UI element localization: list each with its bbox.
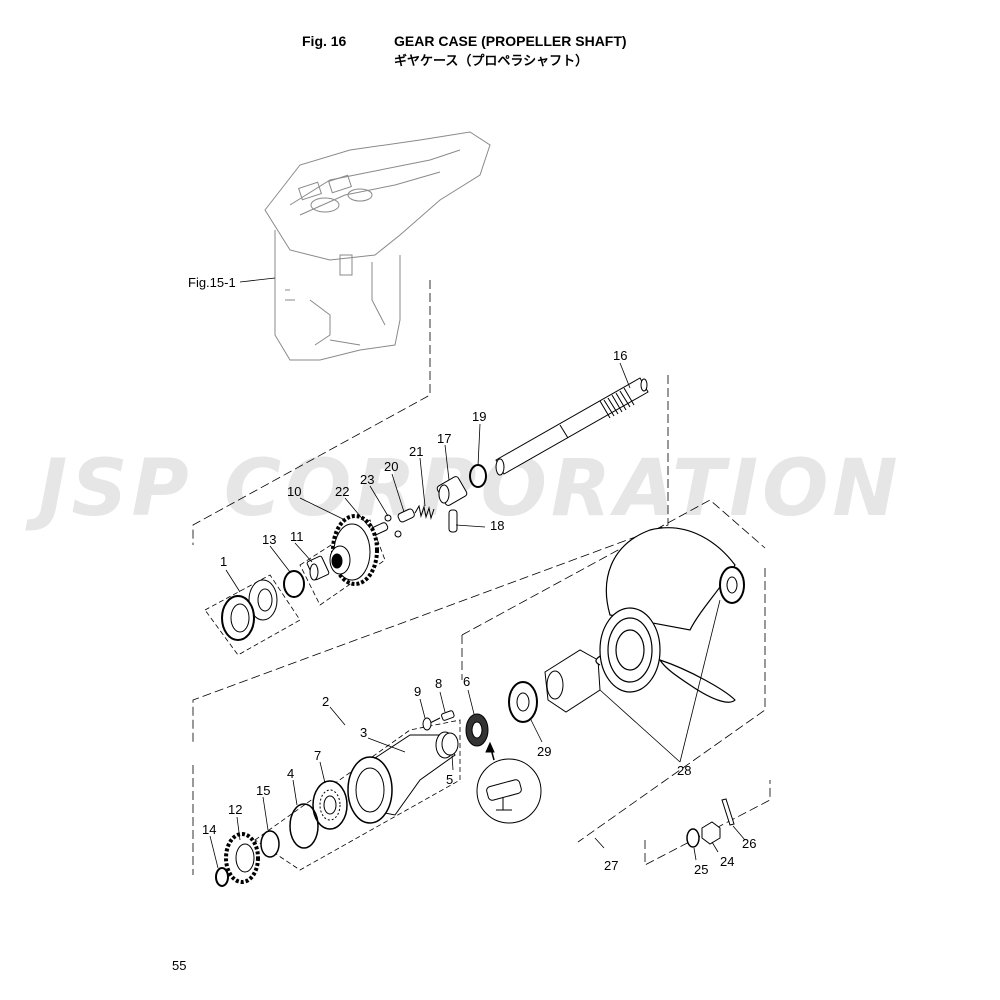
- callout-26: 26: [742, 836, 756, 851]
- oil-seal: [465, 713, 489, 747]
- clutch-dog: [436, 476, 468, 506]
- callout-12: 12: [228, 802, 242, 817]
- cross-pin: [448, 509, 458, 533]
- callout-6: 6: [463, 674, 470, 689]
- callout-20: 20: [384, 459, 398, 474]
- callout-2: 2: [322, 694, 329, 709]
- taper-bearing: [221, 579, 278, 641]
- callout-18: 18: [490, 518, 504, 533]
- callout-14: 14: [202, 822, 216, 837]
- cotter-pin: [721, 798, 735, 826]
- figure-title-english: GEAR CASE (PROPELLER SHAFT): [394, 33, 627, 49]
- bolt-washer: [422, 717, 432, 731]
- callout-27: 27: [604, 858, 618, 873]
- propeller-nut: [701, 821, 721, 845]
- thrust-hub: [508, 681, 538, 723]
- group-boxes: [204, 519, 461, 871]
- page-number: 55: [172, 958, 187, 973]
- callout-7: 7: [314, 748, 321, 763]
- shift-spring: [414, 504, 435, 520]
- ball-upper: [384, 514, 392, 522]
- callout-16: 16: [613, 348, 627, 363]
- figure-title-japanese: ギヤケース（プロペラシャフト）: [394, 54, 589, 69]
- callout-9: 9: [414, 684, 421, 699]
- callout-leaders: [209, 362, 746, 869]
- ball-bearing: [312, 780, 348, 830]
- group-box-1: [204, 574, 301, 656]
- callout-13: 13: [262, 532, 276, 547]
- forward-gear: [329, 514, 379, 586]
- propeller: [595, 527, 736, 703]
- callout-17: 17: [437, 431, 451, 446]
- callout-23: 23: [360, 472, 374, 487]
- plunger: [397, 508, 415, 523]
- callout-1: 1: [220, 554, 227, 569]
- callout-24: 24: [720, 854, 734, 869]
- callout-28: 28: [677, 763, 691, 778]
- needle-bearing: [306, 555, 330, 581]
- spacer-bushing: [544, 649, 601, 713]
- callout-29: 29: [537, 744, 551, 759]
- callout-25: 25: [694, 862, 708, 877]
- carrier-bolt: [427, 710, 455, 725]
- callout-19: 19: [472, 409, 486, 424]
- figure-number: Fig. 16: [302, 33, 347, 49]
- reference-label: Fig.15-1: [188, 275, 236, 290]
- reference-leader: [239, 277, 276, 283]
- nut-washer: [686, 828, 700, 848]
- callout-11: 11: [290, 529, 304, 544]
- shim: [260, 830, 280, 858]
- seal-detail-circle: [476, 741, 542, 824]
- callout-5: 5: [446, 772, 453, 787]
- carrier-bearing: [441, 732, 459, 756]
- thrust-washer: [215, 867, 229, 887]
- ball-lower: [394, 530, 402, 538]
- callout-3: 3: [360, 725, 367, 740]
- callout-22: 22: [335, 484, 349, 499]
- callout-4: 4: [287, 766, 294, 781]
- propeller-washer: [719, 566, 745, 604]
- o-ring-13: [283, 570, 305, 598]
- propeller-shaft: [495, 377, 649, 476]
- group-box-10: [299, 519, 386, 606]
- callout-8: 8: [435, 676, 442, 691]
- gear-case-housing: [264, 131, 491, 361]
- bearing-carrier: [347, 731, 456, 824]
- reverse-gear: [224, 832, 260, 884]
- callout-10: 10: [287, 484, 301, 499]
- callout-21: 21: [409, 444, 423, 459]
- callout-15: 15: [256, 783, 270, 798]
- o-ring-4: [289, 803, 319, 849]
